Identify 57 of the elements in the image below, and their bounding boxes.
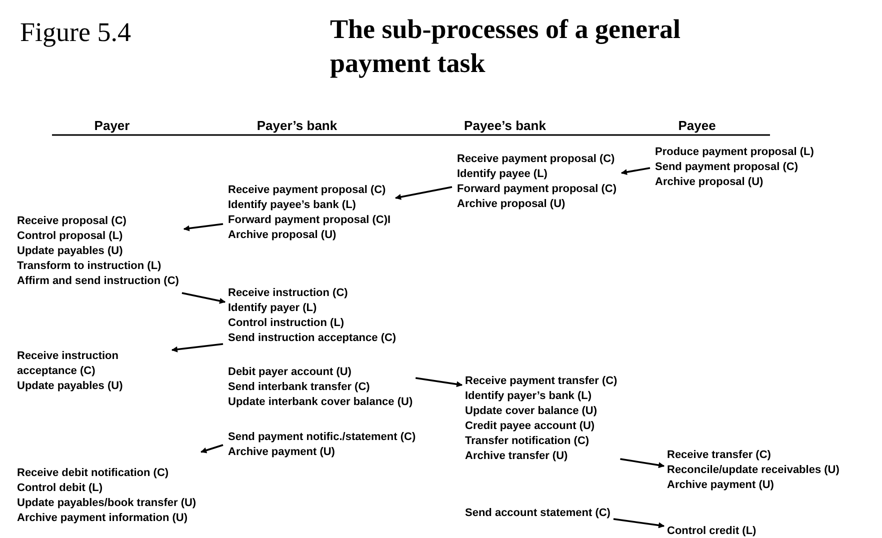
step-text: Control proposal (L) [17, 229, 124, 244]
step-text: Update payables/book transfer (U) [17, 496, 196, 511]
step-text: Transfer notification (C) [465, 434, 590, 449]
step-text: Update payables (U) [17, 244, 124, 259]
step-text: Send payment proposal (C) [655, 160, 800, 175]
step-text: Transform to instruction (L) [17, 259, 162, 274]
step-text: Archive payment information (U) [17, 511, 189, 526]
step-text: Archive proposal (U) [457, 197, 566, 212]
arrow [395, 186, 452, 200]
step-text: Debit payer account (U) [228, 365, 352, 380]
step-text: Archive payment (U) [228, 445, 336, 460]
step-text: Receive instruction (C) [228, 286, 349, 301]
arrow [620, 167, 650, 176]
step-text: Identify payer’s bank (L) [465, 389, 593, 404]
arrow [182, 292, 226, 304]
step-text: Archive proposal (U) [228, 228, 338, 243]
step-text: Control debit (L) [17, 481, 104, 496]
step-text: Archive transfer (U) [465, 449, 569, 464]
step-text: Receive instruction acceptance (C) [17, 349, 120, 379]
step-text: Identify payee (L) [457, 167, 548, 182]
figure-number: Figure 5.4 [20, 16, 131, 49]
step-text: Forward payment proposal (C)I [228, 213, 391, 228]
figure-title: The sub-processes of a general payment task [330, 13, 682, 80]
step-text: Control instruction (L) [228, 316, 346, 331]
step-text: Archive proposal (U) [655, 175, 764, 190]
column-header: Payee’s bank [464, 117, 546, 135]
step-text: Update payables (U) [17, 379, 124, 394]
arrow [613, 518, 665, 528]
arrow [200, 444, 224, 454]
step-text: Identify payee’s bank (L) [228, 198, 357, 213]
step-text: Credit payee account (U) [465, 419, 596, 434]
step-text: Receive transfer (C) [667, 448, 772, 463]
step-text: Forward payment proposal (C) [457, 182, 617, 197]
step-text: Send payment notific./statement (C) [228, 430, 416, 445]
column-header: Payee [678, 117, 716, 135]
step-text: Receive proposal (C) [17, 214, 128, 229]
step-text: Receive payment proposal (C) [228, 183, 387, 198]
step-text: Produce payment proposal (L) [655, 145, 814, 160]
step-text: Send account statement (C) [465, 506, 610, 521]
step-text: Identify payer (L) [228, 301, 318, 316]
step-text: Reconcile/update receivables (U) [667, 463, 840, 478]
arrow [183, 223, 224, 232]
step-text: Receive payment transfer (C) [465, 374, 618, 389]
arrow [415, 377, 463, 388]
arrow [620, 458, 665, 468]
step-text: Receive debit notification (C) [17, 466, 170, 481]
step-text: Receive payment proposal (C) [457, 152, 616, 167]
step-text: Affirm and send instruction (C) [17, 274, 179, 289]
step-text: Update cover balance (U) [465, 404, 598, 419]
step-text: Control credit (L) [667, 524, 756, 538]
step-text: Send interbank transfer (C) [228, 380, 371, 395]
step-text: Archive payment (U) [667, 478, 775, 493]
step-text: Send instruction acceptance (C) [228, 331, 396, 346]
column-header: Payer’s bank [256, 117, 338, 135]
column-header: Payer [94, 117, 130, 135]
step-text: Update interbank cover balance (U) [228, 395, 413, 410]
arrow [171, 343, 224, 352]
